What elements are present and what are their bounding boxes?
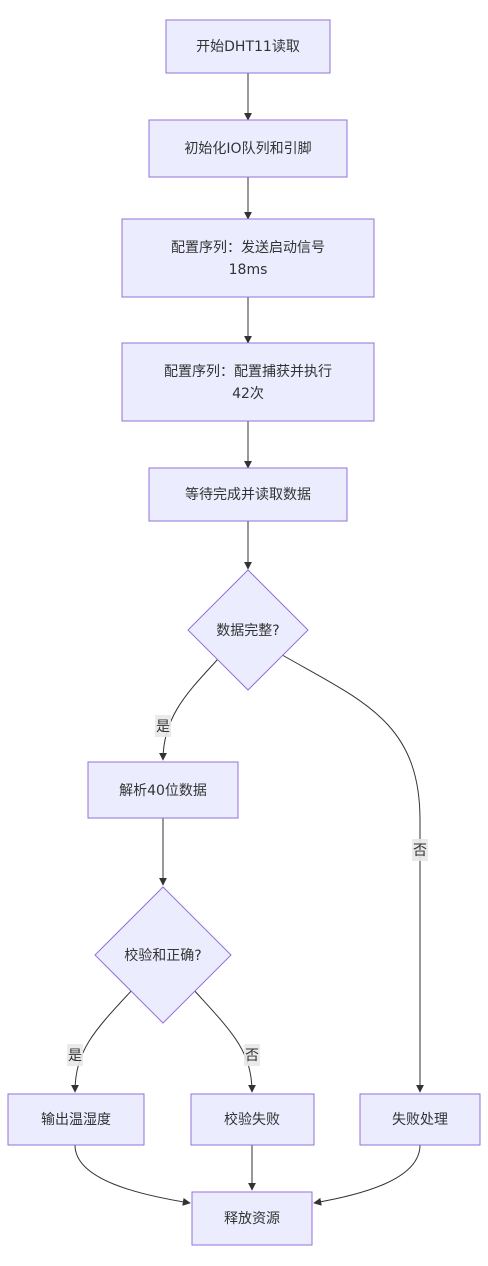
edge-label-check-yes-text: 是 [68,1048,82,1064]
edge-label-complete-yes: 是 [155,715,171,737]
node-init-label: 初始化IO队列和引脚 [184,140,311,157]
edge-data-complete-to-parse [159,658,219,761]
edge-fail-handle-to-release [313,1144,421,1206]
nodes: 开始DHT11读取 初始化IO队列和引脚 配置序列：发送启动信号 18ms 配置… [7,19,481,1246]
node-data-complete-label: 数据完整? [216,623,279,639]
node-parse: 解析40位数据 [87,761,239,819]
edges [71,73,424,1206]
node-release-label: 释放资源 [224,1211,280,1227]
node-output-label: 输出温湿度 [41,1112,111,1128]
edge-label-check-no: 否 [244,1044,260,1066]
edge-labels: 是 否 是 否 [67,715,428,1066]
edge-label-complete-no: 否 [412,839,428,861]
node-fail-handle-label: 失败处理 [392,1112,448,1128]
node-checksum-label: 校验和正确? [124,947,201,964]
node-checksum-decision: 校验和正确? [94,886,232,1024]
node-check-fail-label: 校验失败 [224,1111,280,1128]
node-init: 初始化IO队列和引脚 [148,119,348,178]
node-release: 释放资源 [191,1191,313,1246]
node-data-complete-decision: 数据完整? [187,569,309,691]
edge-label-complete-no-text: 否 [413,843,427,859]
edge-data-complete-to-fail-handle [276,651,424,1093]
node-start: 开始DHT11读取 [165,19,331,74]
node-fail-handle: 失败处理 [359,1093,481,1146]
node-config-start-label-line2: 18ms [229,262,268,278]
node-wait-read: 等待完成并读取数据 [148,467,348,522]
node-config-capture-label-line1: 配置序列：配置捕获并执行 [164,364,332,380]
node-config-capture: 配置序列：配置捕获并执行 42次 [121,342,375,422]
node-output: 输出温湿度 [7,1093,145,1146]
edge-checksum-to-output [71,988,134,1093]
node-start-label: 开始DHT11读取 [196,38,300,55]
edge-label-check-yes: 是 [67,1044,83,1066]
node-config-start-label-line1: 配置序列：发送启动信号 [171,240,325,256]
node-wait-read-label: 等待完成并读取数据 [185,486,311,503]
node-config-capture-label-line2: 42次 [232,386,264,402]
node-check-fail: 校验失败 [190,1093,315,1146]
edge-checksum-to-check-fail [192,988,256,1093]
edge-output-to-release [74,1144,191,1206]
node-parse-label: 解析40位数据 [119,783,207,799]
edge-label-check-no-text: 否 [245,1048,259,1064]
node-config-start: 配置序列：发送启动信号 18ms [121,218,375,298]
edge-label-complete-yes-text: 是 [156,719,170,735]
